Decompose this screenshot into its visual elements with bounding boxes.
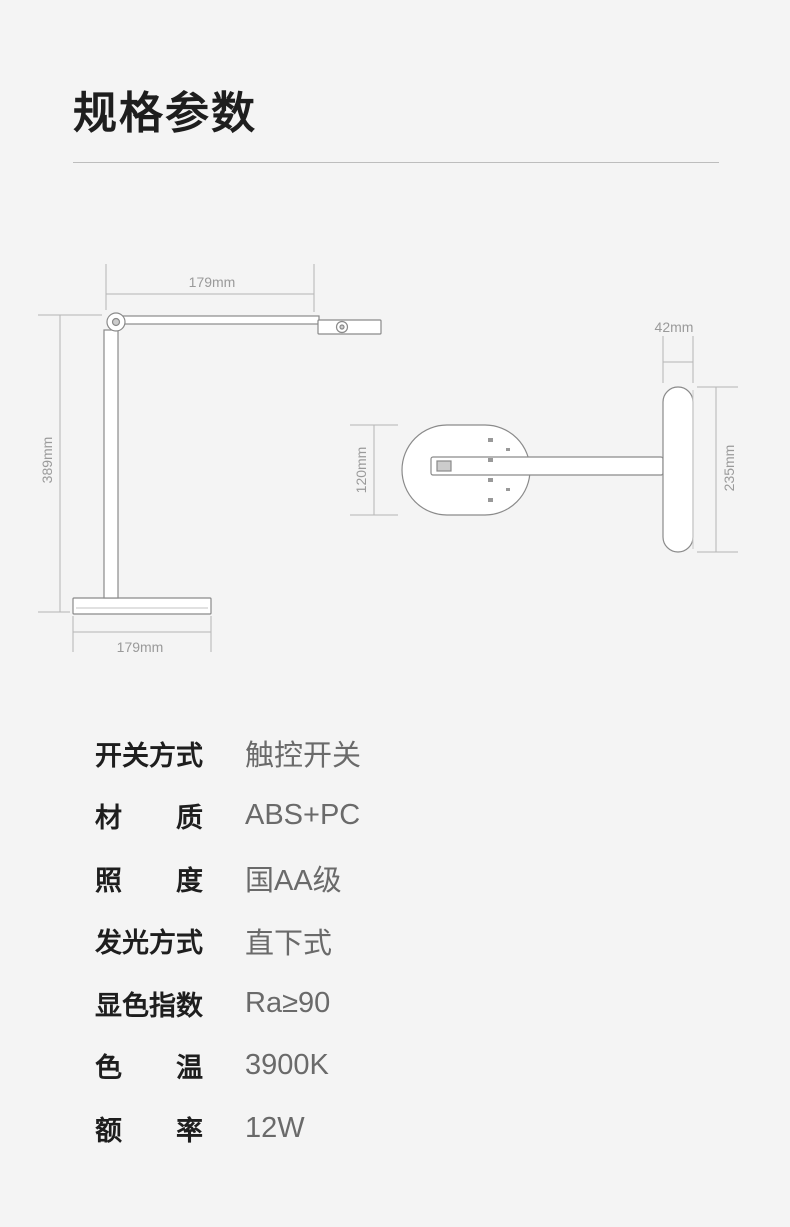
spec-row-power: 额 率 12W	[95, 1097, 715, 1160]
spec-row-lighting-mode: 发光方式 直下式	[95, 910, 715, 973]
spec-value: ABS+PC	[245, 799, 361, 832]
spec-row-material: 材 质 ABS+PC	[95, 785, 715, 848]
top-view-lamp	[401, 386, 694, 553]
side-bottom-width-label: 179mm	[117, 639, 164, 655]
spec-label: 照 度	[95, 865, 203, 897]
spec-label: 材 质	[95, 803, 203, 835]
spec-label: 发光方式	[95, 928, 203, 960]
spec-value: 触控开关	[245, 740, 362, 773]
page-title: 规格参数	[73, 88, 257, 139]
dimension-diagram: 179mm 389mm 179mm	[0, 250, 790, 670]
title-divider	[73, 162, 719, 163]
spec-value: 国AA级	[245, 865, 342, 898]
spec-value: Ra≥90	[245, 986, 331, 1019]
spec-value: 12W	[245, 1111, 305, 1144]
spec-row-color-temp: 色 温 3900K	[95, 1035, 715, 1098]
spec-label: 开关方式	[95, 740, 203, 772]
spec-table: 开关方式 触控开关 材 质 ABS+PC 照 度 国AA级 发光方式 直下式 显…	[95, 722, 715, 1160]
side-height-label: 389mm	[39, 437, 55, 484]
spec-value: 直下式	[245, 927, 333, 960]
spec-label: 额 率	[95, 1115, 203, 1147]
spec-label: 色 温	[95, 1053, 203, 1085]
spec-label: 显色指数	[95, 990, 203, 1022]
spec-value: 3900K	[245, 1049, 329, 1082]
spec-row-switch: 开关方式 触控开关	[95, 722, 715, 785]
side-view-lamp	[72, 312, 382, 615]
top-depth-label: 42mm	[655, 319, 694, 335]
side-top-width-label: 179mm	[189, 274, 236, 290]
top-base-width-label: 120mm	[353, 447, 369, 494]
top-head-length-label: 235mm	[721, 445, 737, 492]
spec-row-cri: 显色指数 Ra≥90	[95, 972, 715, 1035]
spec-row-illuminance: 照 度 国AA级	[95, 847, 715, 910]
